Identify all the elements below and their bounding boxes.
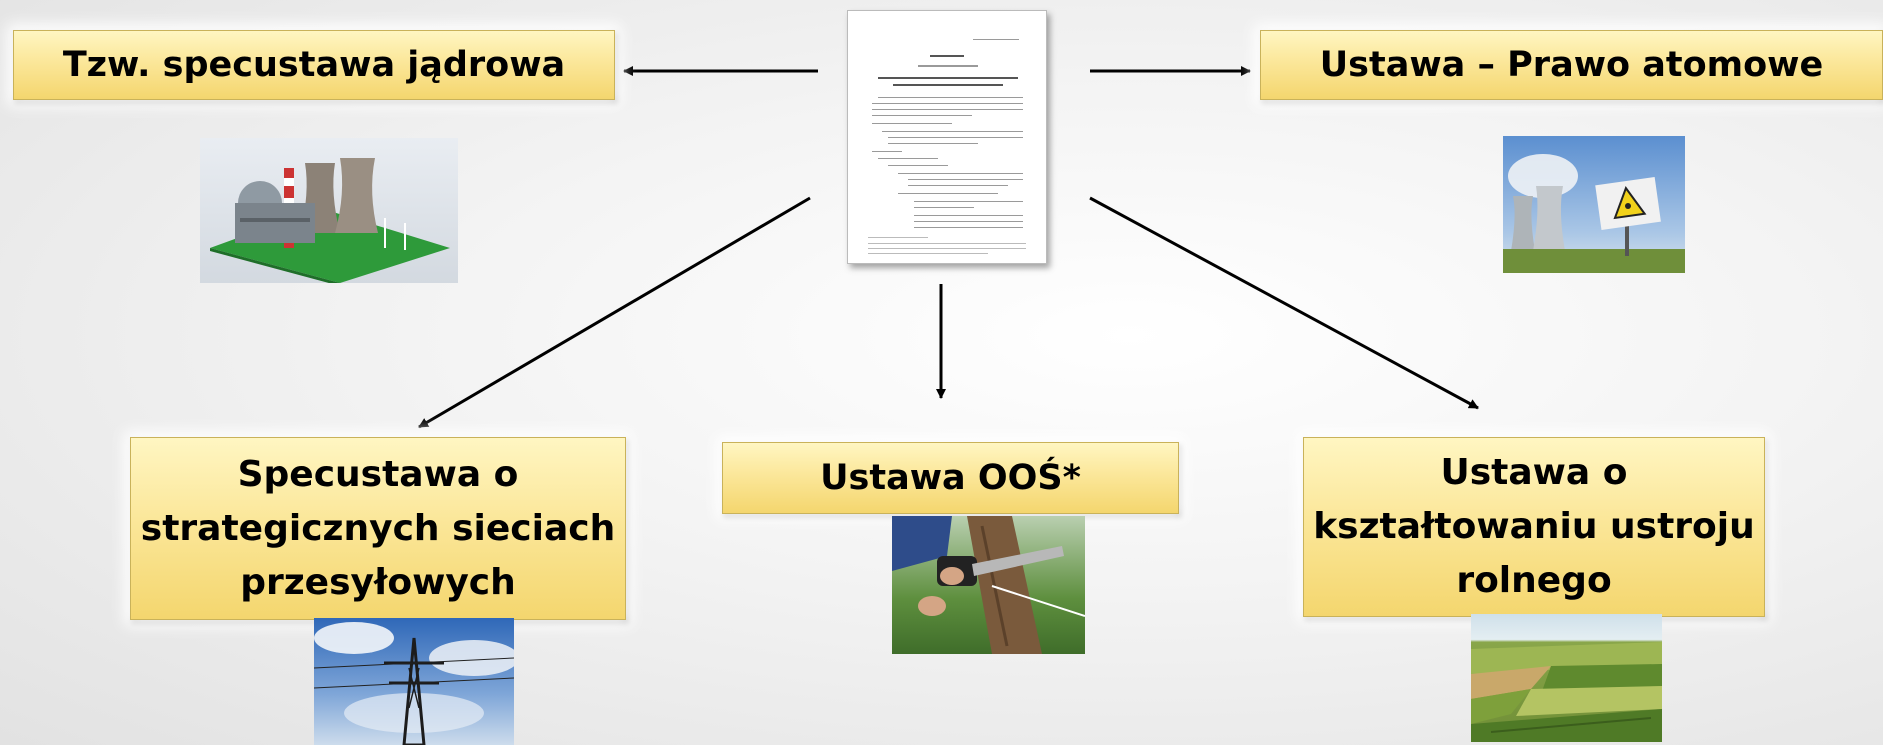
box-agricultural-system-act: Ustawa o kształtowaniu ustroju rolnego bbox=[1303, 437, 1765, 617]
arrow-to-bottom-right bbox=[1089, 196, 1479, 410]
box-transmission-networks-act: Specustawa o strategicznych sieciach prz… bbox=[130, 437, 626, 620]
box-transmission-line-2: strategicznych sieciach bbox=[140, 507, 616, 549]
law-document-page bbox=[847, 10, 1047, 264]
box-nuclear-special-act-label: Tzw. specustawa jądrowa bbox=[62, 45, 566, 85]
box-agricultural-line-1: Ustawa o bbox=[1440, 452, 1628, 493]
box-atomic-law: Ustawa – Prawo atomowe bbox=[1260, 30, 1883, 100]
power-pylon-icon bbox=[314, 618, 514, 745]
box-environmental-impact-label: Ustawa OOŚ* bbox=[820, 458, 1081, 498]
box-transmission-line-1: Specustawa o bbox=[237, 453, 519, 495]
box-agricultural-line-2: kształtowaniu ustroju bbox=[1313, 506, 1755, 547]
box-agricultural-line-3: rolnego bbox=[1456, 560, 1612, 601]
box-environmental-impact-act: Ustawa OOŚ* bbox=[722, 442, 1179, 514]
chainsaw-icon bbox=[892, 516, 1085, 654]
farmland-icon bbox=[1471, 614, 1662, 742]
arrow-to-bottom-left bbox=[418, 196, 811, 429]
radiation-sign-icon bbox=[1503, 136, 1685, 273]
box-atomic-law-label: Ustawa – Prawo atomowe bbox=[1319, 45, 1824, 85]
box-transmission-line-3: przesyłowych bbox=[240, 561, 516, 603]
nuclear-plant-icon bbox=[200, 138, 458, 283]
box-nuclear-special-act: Tzw. specustawa jądrowa bbox=[13, 30, 615, 100]
